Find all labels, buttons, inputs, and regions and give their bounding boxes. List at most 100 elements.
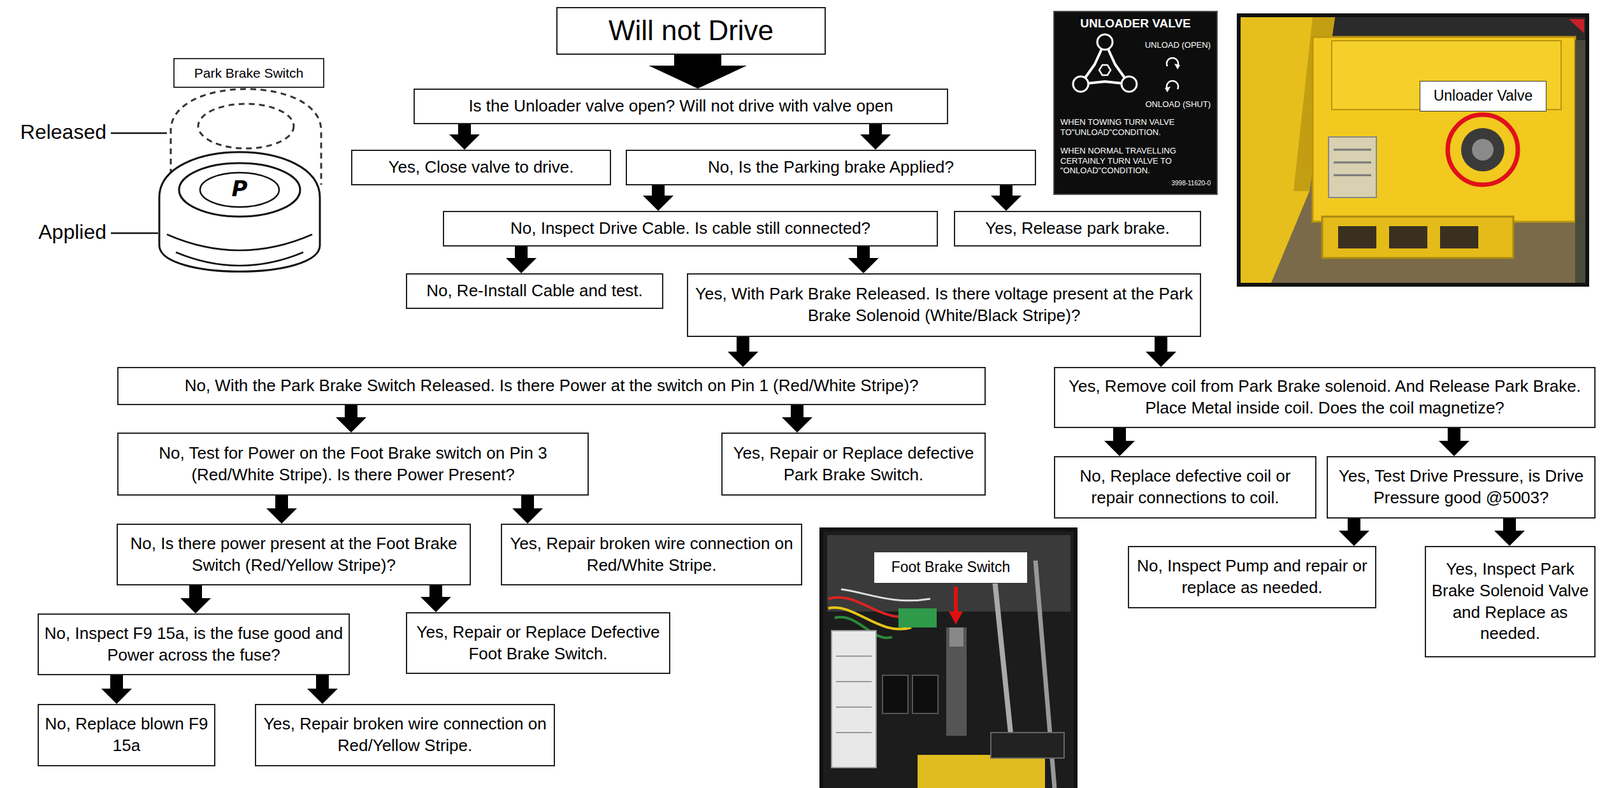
relay [912,675,938,714]
process-box: No, Inspect F9 15a, is the fuse good and… [37,613,350,676]
process-box: No, With the Park Brake Switch Released.… [117,367,986,406]
node-text: Yes, Repair broken wire connection on Re… [507,533,796,577]
process-box: Yes, Inspect Park Brake Solenoid Valve a… [1424,546,1596,658]
flow-arrow [180,585,211,614]
flow-arrow [1145,337,1177,368]
applied-edge [175,252,304,266]
flow-arrow [1438,428,1470,457]
node-text: Yes, Repair or Replace Defective Foot Br… [412,621,664,666]
process-box: No, Replace blown F9 15a [37,704,216,767]
node-text: Yes, Remove coil from Park Brake solenoi… [1060,375,1590,420]
flow-arrow [1104,428,1135,457]
node-text: Yes, With Park Brake Released. Is there … [693,283,1195,327]
step-hole [1440,226,1479,249]
part-label: Applied [38,220,107,245]
leader-line [110,132,167,135]
node-text: Yes, Close valve to drive. [388,156,575,179]
step [1322,216,1514,259]
decal-text: 3998-11620-0 [1060,179,1211,188]
valve-knob [1073,76,1089,92]
process-box: Yes, Close valve to drive. [351,149,612,186]
photo-label: Foot Brake Switch [873,551,1028,584]
flow-arrow [307,675,338,705]
panel-sticker [1328,136,1377,198]
start-box: Will not Drive [556,7,826,55]
released-cap [198,103,294,149]
rotate-arrow [1164,86,1171,93]
node-text: No, Replace defective coil or repair con… [1060,465,1311,510]
valve-stem [1471,138,1494,161]
node-text: Foot Brake Switch [891,558,1011,577]
process-box: No, Is there power present at the Foot B… [116,523,471,586]
fuse-row [836,681,872,683]
pedal [990,732,1065,759]
leader-line [110,232,159,235]
applied-dome [159,152,320,273]
node-text: No, Inspect F9 15a, is the fuse good and… [43,623,344,667]
node-text: Yes, Test Drive Pressure, is Drive Press… [1333,465,1590,510]
process-box: Is the Unloader valve open? Will not dri… [413,88,949,125]
flow-arrow [727,337,759,368]
unloader-photo [1236,13,1590,287]
sticker-line [1333,149,1372,152]
process-box: Yes, Remove coil from Park Brake solenoi… [1053,367,1596,429]
node-text: Yes, Repair broken wire connection on Re… [261,713,549,757]
flow-arrow [1338,518,1370,547]
pointer-arrow [948,611,963,625]
node-text: Unloader Valve [1433,87,1534,106]
node-text: Park Brake Switch [194,64,304,81]
rotate-arrow [1174,63,1181,70]
relay [882,675,909,714]
process-box: Yes, Repair broken wire connection on Re… [254,704,555,767]
decal-text: WHEN NORMAL TRAVELLING CERTAINLY TURN VA… [1060,145,1211,176]
process-box: No, Is the Parking brake Applied? [625,149,1037,186]
step-hole [1389,226,1428,249]
valve-recess [1461,128,1505,172]
step-hole [1338,226,1377,249]
flow-arrow [642,185,674,211]
switch-body [949,627,964,647]
flow-arrow [848,246,879,274]
flow-arrow [449,124,480,150]
valve-knob [1097,34,1113,50]
process-box: Yes, With Park Brake Released. Is there … [686,273,1202,338]
node-text: No, Inspect Drive Cable. Is cable still … [510,217,871,240]
flow-arrow [505,246,537,274]
fuse-row [836,655,872,657]
process-box: Yes, Test Drive Pressure, is Drive Press… [1326,456,1596,519]
metal-plate [827,535,1071,612]
fuse-row [836,732,872,734]
node-text: No, Inspect Pump and repair or replace a… [1134,555,1370,599]
node-text: Yes, Inspect Park Brake Solenoid Valve a… [1431,558,1590,645]
flow-arrow [860,124,891,150]
process-box: No, Inspect Drive Cable. Is cable still … [442,210,938,247]
process-box: Yes, Repair or Replace Defective Foot Br… [405,612,671,675]
sticker-line [1333,161,1372,164]
unloader-decal-art [1053,11,1218,195]
switch-symbol-letter: P [231,175,248,202]
valve-knob [1121,76,1137,92]
node-text: No, Is there power present at the Foot B… [122,533,465,577]
photo-frame [1236,13,1590,287]
process-box: Yes, Repair broken wire connection on Re… [500,523,803,586]
sticker-line [1333,174,1372,177]
decal-text: ONLOAD (SHUT) [1060,99,1211,110]
flow-arrow [266,495,297,524]
label-holder: Released [0,120,107,145]
valve-hex [1099,64,1111,76]
floor-yellow [917,755,1046,788]
flow-arrow [990,185,1022,211]
callout-label: Park Brake Switch [173,57,325,88]
photo-label: Unloader Valve [1419,80,1547,112]
node-text: Will not Drive [608,15,774,46]
machine-side [1575,40,1586,283]
switch-bracket [946,627,967,736]
highlight-circle [1447,114,1518,185]
pointer-arrow [953,586,958,613]
process-box: No, Re-Install Cable and test. [405,273,664,310]
fuse-row [836,706,872,708]
applied-p-ring [200,172,280,208]
wire [841,589,931,601]
flow-arrow [335,405,367,433]
